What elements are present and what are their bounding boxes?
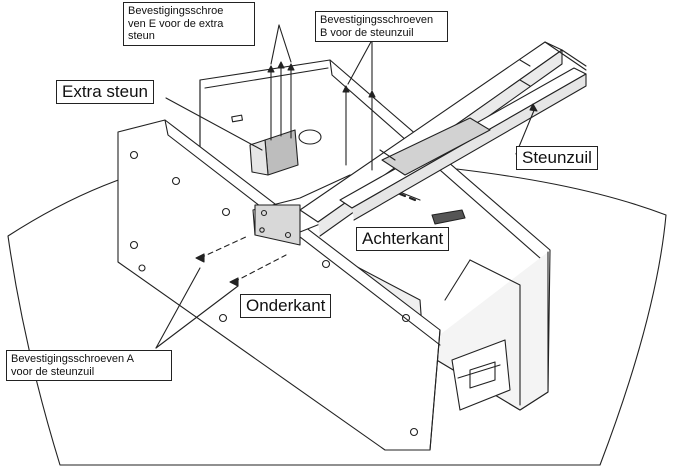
label-extra-steun: Extra steun (56, 80, 154, 104)
label-screws-e: Bevestigingsschroe ven E voor de extra s… (123, 2, 255, 46)
screws-e (267, 24, 295, 141)
leader-extra-steun (165, 97, 263, 151)
screws-a (199, 235, 287, 283)
label-steunzuil: Steunzuil (516, 146, 598, 170)
cable-hole (298, 129, 322, 145)
label-achterkant: Achterkant (356, 227, 450, 251)
label-screws-b: Bevestigingsschroeven B voor de steunzui… (315, 11, 448, 43)
label-screws-a: Bevestigingsschroeven A voor de steunzui… (6, 350, 172, 382)
label-onderkant: Onderkant (240, 294, 332, 318)
screws-b (342, 39, 376, 171)
front-mechanism (451, 339, 511, 411)
front-panel-holes (129, 150, 419, 437)
column-slide-plate (381, 117, 491, 176)
screws-a-heads (195, 253, 239, 287)
